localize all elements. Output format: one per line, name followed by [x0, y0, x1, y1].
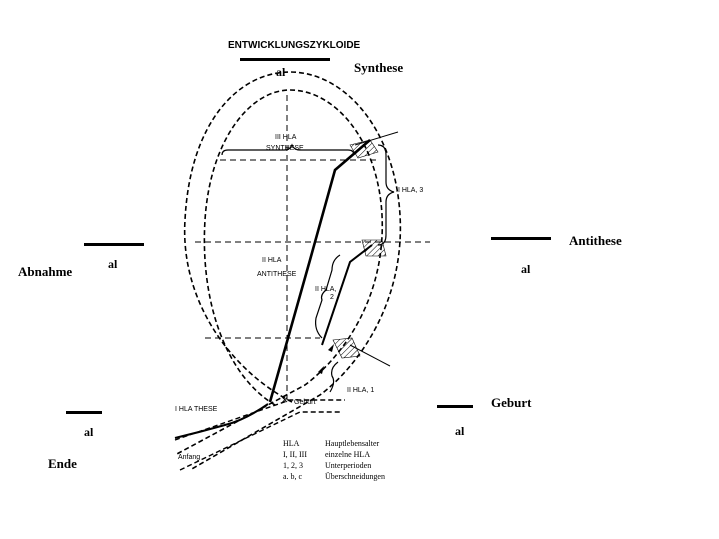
legend: HLA Hauptlebensalter I, II, III einzelne… — [283, 439, 385, 481]
arrow-1 — [318, 366, 324, 374]
synthese-label: Synthese — [354, 60, 404, 75]
title-bar — [240, 58, 330, 61]
inner-loop — [174, 89, 384, 456]
legend-value-3: Überschneidungen — [325, 472, 385, 481]
geburt-bar — [437, 405, 473, 408]
legend-value-1: einzelne HLA — [325, 450, 370, 459]
abnahme-label: Abnahme — [18, 264, 73, 279]
ende-label: Ende — [48, 456, 77, 471]
arrow-2 — [328, 344, 334, 352]
ende-bar — [66, 411, 102, 414]
diagram-title: ENTWICKLUNGSZYKLOIDE — [228, 40, 361, 51]
brace-ii-hla-2 — [315, 254, 341, 339]
al-label-left-upper: al — [108, 257, 118, 271]
abnahme-bar — [84, 243, 144, 246]
brace-synthese — [221, 143, 355, 156]
legend-key-2: 1, 2, 3 — [283, 461, 303, 470]
label-anfang: Anfang — [178, 454, 200, 461]
legend-key-0: HLA — [283, 439, 300, 448]
al-label-right-lower: al — [455, 424, 465, 438]
label-ii-hla-1: II HLA, 1 — [347, 387, 374, 394]
brace-ii-hla-1 — [329, 361, 339, 393]
antithese-bar — [491, 237, 551, 240]
legend-key-1: I, II, III — [283, 450, 307, 459]
geburt-marker: ✕ — [281, 395, 289, 405]
label-ii-hla-2a: II HLA, — [315, 286, 336, 293]
al-label-left-lower: al — [84, 425, 94, 439]
overlap-hatch-bottom — [332, 337, 361, 359]
anfang-strand-upper — [174, 399, 345, 441]
anfang-strand-lower — [179, 411, 340, 471]
legend-key-3: a. b, c — [283, 472, 303, 481]
label-ii-hla: II HLA — [262, 257, 282, 264]
legend-value-2: Unterperioden — [325, 461, 371, 470]
label-antithese: ANTITHESE — [257, 271, 297, 278]
development-line — [268, 139, 371, 403]
al-label-top: al — [276, 65, 286, 79]
label-i-hla-these: I HLA THESE — [175, 406, 218, 413]
label-synthese: SYNTHESE — [266, 145, 304, 152]
overlap-hatch-middle — [361, 239, 387, 257]
geburt-label: Geburt — [491, 395, 532, 410]
al-label-right-upper: al — [521, 262, 531, 276]
overlap-hatch-top — [349, 139, 379, 159]
outer-loop — [183, 71, 402, 471]
label-ii-hla-2b: 2 — [330, 294, 334, 301]
brace-i-hla-these — [174, 403, 269, 439]
label-geburt: Geburt — [294, 399, 315, 406]
label-iii-hla: III HLA — [275, 134, 297, 141]
antithese-label: Antithese — [569, 233, 622, 248]
legend-value-0: Hauptlebensalter — [325, 439, 380, 448]
label-ii-hla-3: II HLA, 3 — [396, 187, 423, 194]
brace-ii-hla-3 — [377, 144, 395, 246]
